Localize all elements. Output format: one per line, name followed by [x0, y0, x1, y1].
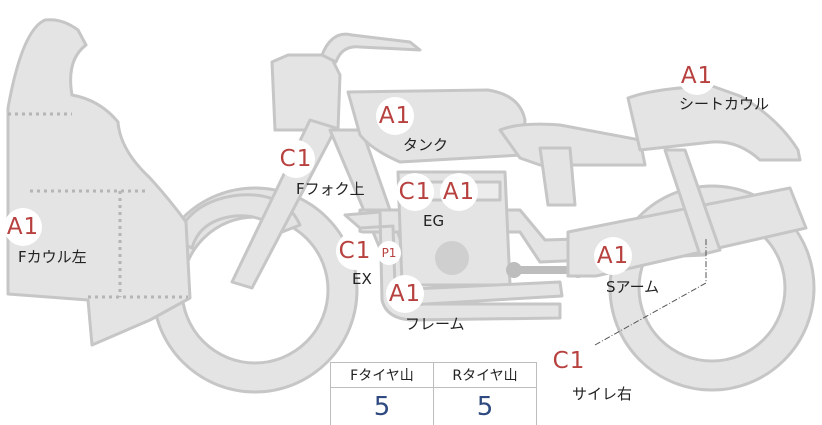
headlight-cowl: [270, 53, 342, 132]
swing-arm-grade: A1: [594, 237, 632, 275]
front-tire-header: Fタイヤ山: [330, 362, 434, 388]
front-fairing: [6, 18, 192, 347]
swing-arm-rod: [510, 266, 580, 274]
seat-cowl-label: シートカウル: [679, 95, 770, 113]
engine-label: EG: [423, 212, 445, 230]
rear-subframe: [538, 146, 577, 207]
silencer-leader-line: [594, 238, 707, 346]
rear-shock: [663, 148, 722, 257]
rear-tire-header: Rタイヤ山: [433, 362, 537, 388]
frame-label: フレーム: [405, 315, 465, 333]
frame-grade: A1: [386, 275, 424, 313]
f-fork-top-label: Fフォク上: [296, 180, 365, 198]
exhaust-grade: C1: [336, 232, 374, 270]
tire-tread-table: Fタイヤ山 Rタイヤ山 5 5: [330, 362, 537, 425]
rear-tire-value: 5: [433, 387, 537, 425]
silencer-right-label: サイレ右: [572, 385, 633, 403]
f-cowl-left-label: Fカウル左: [18, 248, 87, 266]
exhaust-label: EX: [352, 270, 372, 288]
seat-cowl-grade: A1: [678, 57, 716, 95]
engine-grade-2: A1: [440, 173, 478, 211]
silencer-right-grade: C1: [550, 342, 588, 380]
seat: [498, 122, 647, 167]
f-fork-top-grade: C1: [277, 140, 315, 178]
exhaust-sub-grade: P1: [377, 241, 401, 265]
tank-grade: A1: [376, 97, 414, 135]
swing-arm-label: Sアーム: [606, 278, 660, 296]
seat-cowl: [626, 84, 802, 162]
f-cowl-left-grade: A1: [4, 208, 42, 246]
tank-label: タンク: [403, 136, 449, 154]
engine-grade-1: C1: [396, 173, 434, 211]
handlebar: [320, 32, 422, 64]
front-tire-value: 5: [330, 387, 434, 425]
